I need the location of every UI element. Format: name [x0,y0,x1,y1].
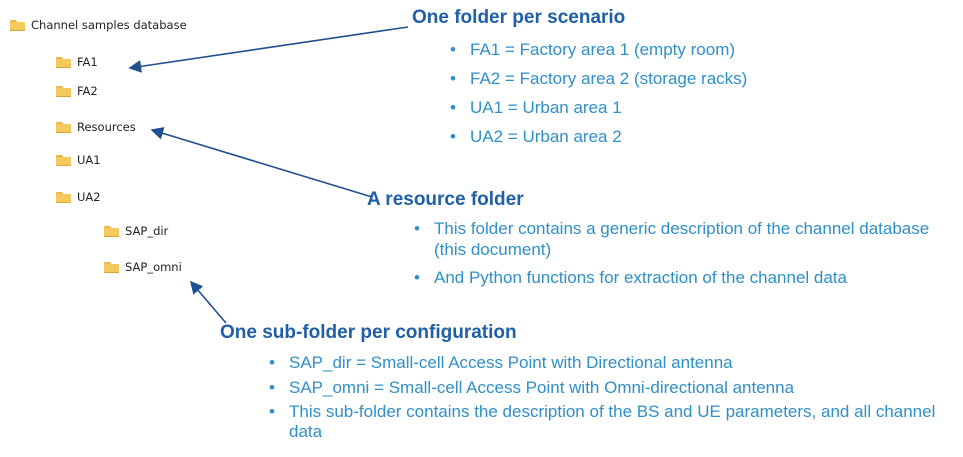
list-item: And Python functions for extraction of t… [410,267,950,289]
folder-sap-dir-label: SAP_dir [125,224,169,238]
scenario-heading: One folder per scenario [412,7,626,28]
folder-icon [104,261,119,273]
list-item: SAP_omni = Small-cell Access Point with … [265,377,955,399]
folder-sap-omni[interactable]: SAP_omni [104,260,182,274]
list-item: This sub-folder contains the description… [265,402,955,442]
folder-ua2[interactable]: UA2 [56,190,101,204]
configuration-heading: One sub-folder per configuration [220,322,517,343]
folder-sap-dir[interactable]: SAP_dir [104,224,168,238]
resource-heading: A resource folder [367,189,524,210]
folder-icon [56,154,71,166]
folder-ua1-label: UA1 [77,153,101,167]
folder-icon [56,121,71,133]
list-item: UA2 = Urban area 2 [446,126,886,148]
arrow-to-fa1 [128,26,409,73]
list-item: FA1 = Factory area 1 (empty room) [446,39,886,61]
folder-icon [10,19,25,31]
folder-fa1[interactable]: FA1 [56,55,98,69]
resource-list: This folder contains a generic descripti… [410,218,950,296]
folder-ua1[interactable]: UA1 [56,153,101,167]
list-item: UA1 = Urban area 1 [446,97,886,119]
folder-icon [104,225,119,237]
folder-icon [56,85,71,97]
arrow-to-sap-omni [189,280,227,324]
list-item: This folder contains a generic descripti… [410,218,950,260]
folder-fa1-label: FA1 [77,55,98,69]
folder-resources[interactable]: Resources [56,120,136,134]
folder-fa2-label: FA2 [77,84,98,98]
folder-root[interactable]: Channel samples database [10,18,187,32]
folder-ua2-label: UA2 [77,190,101,204]
list-item: FA2 = Factory area 2 (storage racks) [446,68,886,90]
arrow-to-resources [150,127,373,198]
folder-fa2[interactable]: FA2 [56,84,98,98]
folder-root-label: Channel samples database [31,18,187,32]
configuration-list: SAP_dir = Small-cell Access Point with D… [265,352,955,449]
folder-icon [56,191,71,203]
folder-icon [56,56,71,68]
scenario-list: FA1 = Factory area 1 (empty room) FA2 = … [446,39,886,155]
folder-resources-label: Resources [77,120,136,134]
list-item: SAP_dir = Small-cell Access Point with D… [265,352,955,374]
folder-sap-omni-label: SAP_omni [125,260,182,274]
